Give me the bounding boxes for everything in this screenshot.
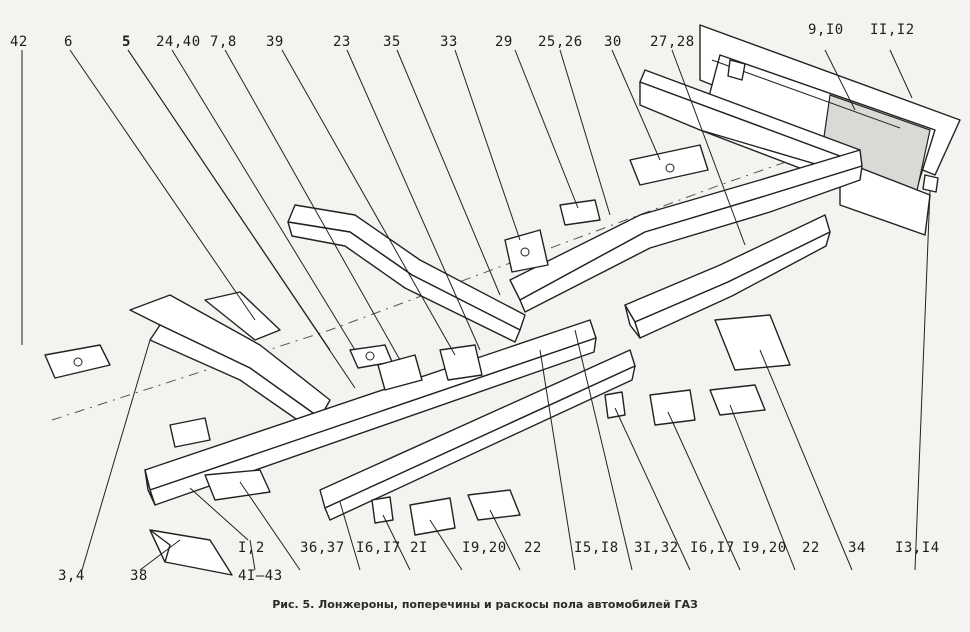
label-top-30: 30 [604,34,622,50]
label-bottom-16-17-left: I6,I7 [356,540,401,556]
label-bottom-21: 2I [410,540,428,556]
label-top-6: 6 [64,34,73,50]
label-bottom-41-43: 4I–43 [238,568,283,584]
bracket-34 [714,314,791,371]
label-bottom-22-right: 22 [802,540,820,556]
bracket-29 [559,199,601,226]
label-top-29: 29 [495,34,513,50]
label-bottom-22-left: 22 [524,540,542,556]
bracket-22-left [467,489,521,521]
bottom-leaders [81,189,931,571]
label-bottom-19-20-left: I9,20 [462,540,507,556]
bracket-23 [439,344,483,381]
label-top-25-26: 25,26 [538,34,583,50]
label-top-5: 5 [122,34,131,50]
bracket-16-17-right [604,391,626,419]
label-top-11-12: II,I2 [870,22,915,38]
bracket-19-20-right [649,389,696,426]
bracket-19-20-left [409,497,456,536]
label-top-35: 35 [383,34,401,50]
right-rear-rail [509,69,863,313]
left-side-rail [129,291,331,431]
label-top-7-8: 7,8 [210,34,237,50]
label-top-9-10: 9,I0 [808,22,844,38]
bracket-21 [371,496,394,524]
label-bottom-15-18: I5,I8 [574,540,619,556]
label-bottom-19-20-right: I9,20 [742,540,787,556]
front-cross-piece [169,417,271,501]
label-top-39: 39 [266,34,284,50]
top-leaders [21,49,913,389]
bracket-30 [629,144,709,186]
front-left-rail [287,204,526,343]
label-bottom-13-14: I3,I4 [895,540,940,556]
second-long-member [319,349,636,521]
label-bottom-3-4: 3,4 [58,568,85,584]
bracket-22-right [709,384,766,416]
bracket-42 [44,344,111,379]
centre-axis [51,114,921,421]
figure-caption: Рис. 5. Лонжероны, поперечины и раскосы … [272,598,698,611]
label-bottom-16-17-right: I6,I7 [690,540,735,556]
label-bottom-36-37: 36,37 [300,540,345,556]
bracket-33 [504,229,549,273]
main-long-member [144,319,597,506]
label-bottom-38: 38 [130,568,148,584]
label-top-23: 23 [333,34,351,50]
label-top-33: 33 [440,34,458,50]
bracket-38 [149,529,233,576]
label-bottom-1-2: I,2 [238,540,265,556]
label-bottom-31-32: 3I,32 [634,540,679,556]
bracket-13-14 [922,174,939,193]
right-lower-rail [624,214,831,339]
label-bottom-34: 34 [848,540,866,556]
label-top-27-28: 27,28 [650,34,695,50]
label-top-42: 42 [10,34,28,50]
bracket-39 [377,354,423,391]
label-top-24-40: 24,40 [156,34,201,50]
